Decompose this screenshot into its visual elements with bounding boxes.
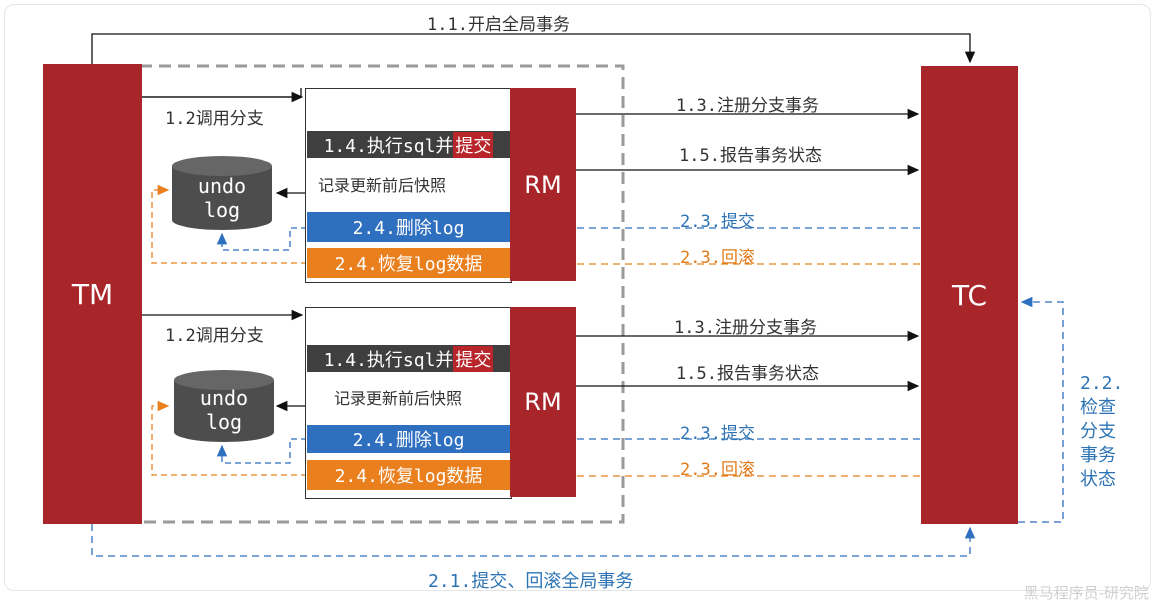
delete-log-text-bottom: 2.4.删除log bbox=[352, 430, 465, 451]
undo-text-top: undo bbox=[197, 174, 247, 198]
arrow-delete-log-bottom bbox=[216, 438, 307, 464]
undo-text-bottom: undo bbox=[199, 386, 249, 410]
tc-node: TC bbox=[921, 66, 1018, 524]
delete-log-text-top: 2.4.删除log bbox=[352, 218, 465, 239]
label-rollback-bottom: 2.3.回滚 bbox=[680, 460, 755, 480]
execute-sql-bar-top: 1.4.执行sql并提交 bbox=[307, 131, 510, 158]
label-begin-global: 1.1.开启全局事务 bbox=[427, 15, 570, 35]
execute-sql-commit-bottom: 提交 bbox=[453, 345, 494, 372]
arrow-check-status bbox=[1018, 296, 1064, 523]
check-status-line-2: 检查 bbox=[1080, 397, 1116, 418]
arrow-restore-log-top bbox=[151, 184, 307, 264]
arrow-begin-global bbox=[91, 33, 976, 66]
log-text-bottom: log bbox=[205, 410, 243, 434]
restore-log-text-top: 2.4.恢复log数据 bbox=[334, 254, 483, 275]
check-status-line-5: 状态 bbox=[1080, 469, 1116, 490]
tm-node: TM bbox=[43, 64, 142, 524]
rm-node-bottom: RM bbox=[510, 307, 576, 497]
label-rollback-top: 2.3.回滚 bbox=[680, 248, 755, 268]
arrow-global-commit-rollback bbox=[91, 524, 976, 557]
label-snapshot-bottom: 记录更新前后快照 bbox=[334, 389, 463, 408]
watermark: 黑马程序员-研究院 bbox=[1023, 584, 1149, 602]
arrow-restore-log-bottom bbox=[151, 400, 307, 476]
label-report-bottom: 1.5.报告事务状态 bbox=[676, 364, 819, 384]
label-commit-top: 2.3.提交 bbox=[680, 212, 755, 232]
rm-label-bottom: RM bbox=[524, 388, 562, 416]
label-report-top: 1.5.报告事务状态 bbox=[679, 146, 822, 166]
execute-sql-commit-top: 提交 bbox=[453, 131, 494, 158]
check-status-line-1: 2.2. bbox=[1080, 373, 1124, 394]
delete-log-bar-top: 2.4.删除log bbox=[307, 212, 510, 242]
label-call-branch-bottom: 1.2调用分支 bbox=[165, 326, 264, 346]
tm-scope-box bbox=[138, 64, 625, 524]
tc-label: TC bbox=[951, 278, 987, 312]
restore-log-bar-top: 2.4.恢复log数据 bbox=[307, 248, 510, 278]
check-status-line-3: 分支 bbox=[1080, 421, 1116, 442]
label-register-bottom: 1.3.注册分支事务 bbox=[674, 318, 817, 338]
rm-label-top: RM bbox=[524, 170, 562, 199]
label-check-status: 2.2. 检查 分支 事务 状态 bbox=[1080, 372, 1140, 492]
tm-label: TM bbox=[71, 277, 114, 311]
rm-node-top: RM bbox=[510, 88, 576, 281]
label-register-top: 1.3.注册分支事务 bbox=[676, 96, 819, 116]
arrow-delete-log-top bbox=[216, 227, 307, 251]
label-global-commit-rollback: 2.1.提交、回滚全局事务 bbox=[428, 571, 634, 592]
delete-log-bar-bottom: 2.4.删除log bbox=[307, 425, 510, 453]
label-call-branch-top: 1.2调用分支 bbox=[165, 109, 264, 129]
restore-log-text-bottom: 2.4.恢复log数据 bbox=[334, 466, 483, 487]
undo-log-text-bottom: undo log bbox=[174, 386, 274, 434]
label-snapshot-top: 记录更新前后快照 bbox=[318, 176, 447, 195]
label-commit-bottom: 2.3.提交 bbox=[680, 424, 755, 444]
undo-log-db-bottom bbox=[174, 370, 274, 442]
arrow-call-branch-top-line bbox=[142, 88, 302, 98]
undo-log-text-top: undo log bbox=[172, 174, 272, 222]
execute-sql-text-top: 1.4.执行sql并 bbox=[323, 135, 454, 157]
restore-log-bar-bottom: 2.4.恢复log数据 bbox=[307, 460, 510, 490]
undo-log-db-top bbox=[172, 156, 272, 230]
check-status-line-4: 事务 bbox=[1080, 445, 1116, 466]
log-text-top: log bbox=[203, 198, 241, 222]
execute-sql-text-bottom: 1.4.执行sql并 bbox=[323, 349, 454, 371]
execute-sql-bar-bottom: 1.4.执行sql并提交 bbox=[307, 345, 510, 372]
